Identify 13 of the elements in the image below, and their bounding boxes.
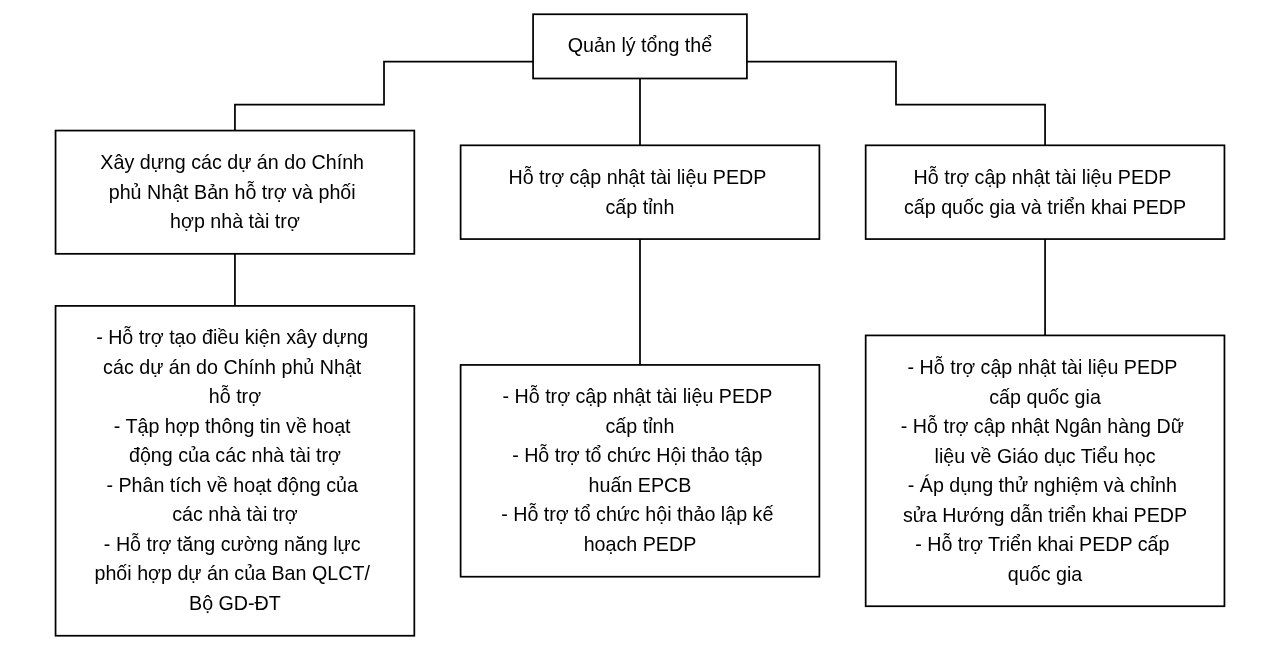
node-box: - Hỗ trợ cập nhật tài liệu PEDP cấp tỉnh - Hỗ trợ tổ chức Hội thảo tập huấn EPCB - Hỗ trợ tổ chức hội thảo lập kế hoạch PEDP	[459, 364, 821, 578]
node-box: Hỗ trợ cập nhật tài liệu PEDP cấp tỉnh	[459, 144, 821, 240]
node-box: Quản lý tổng thể	[532, 13, 748, 80]
node-box: Hỗ trợ cập nhật tài liệu PEDP cấp quốc gia và triển khai PEDP	[864, 144, 1226, 240]
connector	[639, 238, 641, 366]
connector	[746, 60, 1046, 147]
connector	[1044, 238, 1046, 337]
node-box: - Hỗ trợ cập nhật tài liệu PEDP cấp quốc gia - Hỗ trợ cập nhật Ngân hàng Dữ liệu về Giáo dục Tiểu học - Áp dụng thử nghiệm và chỉnh sửa Hướng dẫn triển khai PEDP - Hỗ trợ Triển khai PEDP cấp quốc gia	[864, 334, 1226, 608]
connector	[234, 60, 534, 132]
connector	[639, 77, 641, 147]
connector	[234, 252, 236, 307]
node-box: Xây dựng các dự án do Chính phủ Nhật Bản hỗ trợ và phối hợp nhà tài trợ	[54, 129, 416, 255]
node-box: - Hỗ trợ tạo điều kiện xây dựng các dự án do Chính phủ Nhật hỗ trợ - Tập hợp thông tin về hoạt động của các nhà tài trợ - Phân tích về hoạt động của các nhà tài trợ - Hỗ trợ tăng cường năng lực phối hợp dự án của Ban QLCT/ Bộ GD-ĐT	[54, 305, 416, 637]
